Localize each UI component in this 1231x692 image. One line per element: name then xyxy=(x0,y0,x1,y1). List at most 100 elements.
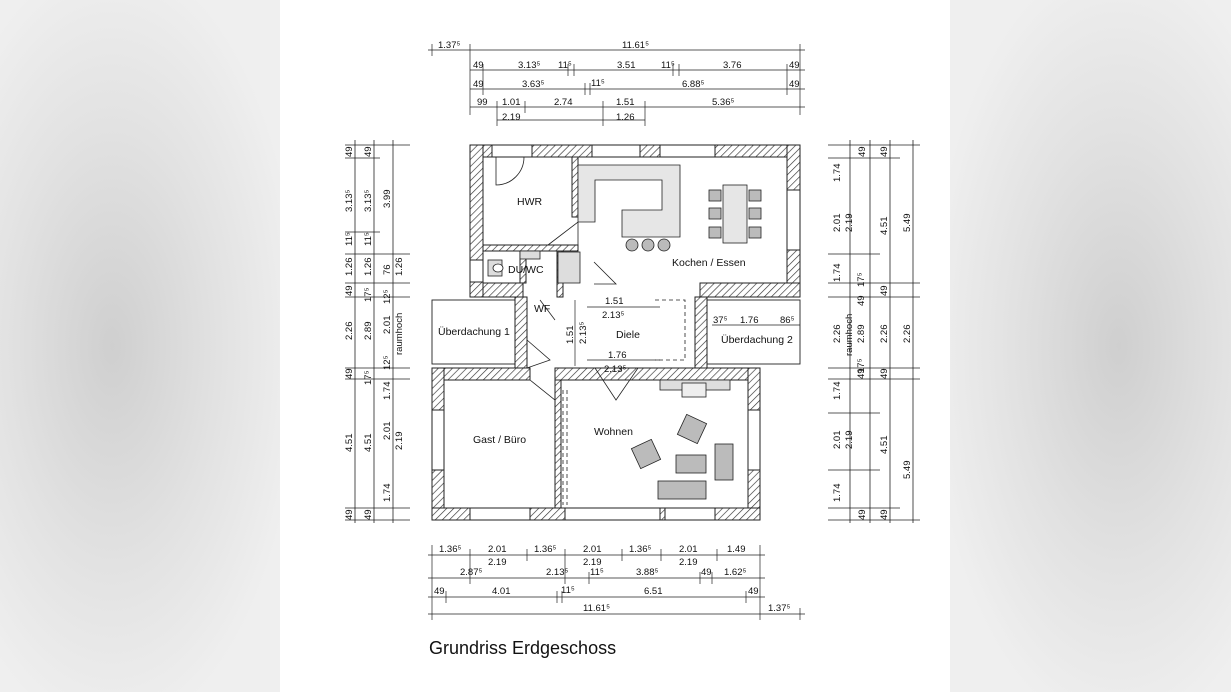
dim-label: 2.01 xyxy=(832,214,843,233)
dim-label: 49 xyxy=(363,146,374,157)
dim-label: 1.36⁵ xyxy=(534,544,556,555)
dim-label: 2.01 xyxy=(679,544,698,555)
dim-label: 2.26 xyxy=(879,325,890,344)
inner-dimensions xyxy=(574,300,800,366)
dim-label: 12⁵ xyxy=(382,289,393,304)
ueberdachung xyxy=(431,299,801,365)
dim-label: 5.49 xyxy=(902,214,913,233)
dim-label: 49 xyxy=(434,586,445,597)
background-blur-right xyxy=(950,0,1231,692)
dim-label: 49 xyxy=(857,146,868,157)
walls xyxy=(431,144,801,521)
dim-label: 2.19 xyxy=(844,214,855,233)
dim-label: 3.88⁵ xyxy=(636,567,658,578)
dim-label: 2.26 xyxy=(344,322,355,341)
dim-label: 1.26 xyxy=(363,258,374,277)
dimension-bottom xyxy=(428,545,805,620)
dim-label: 1.26 xyxy=(616,112,635,123)
dim-label: 49 xyxy=(879,146,890,157)
dim-label: 4.51 xyxy=(363,434,374,453)
dim-label: 1.01 xyxy=(502,97,521,108)
dim-label: 17⁵ xyxy=(363,287,374,302)
room-wf: WF xyxy=(534,303,550,315)
dim-label: 17⁵ xyxy=(363,370,374,385)
dim-label: 6.51 xyxy=(644,586,663,597)
dim-label: 37⁵ xyxy=(713,315,728,326)
dimension-left xyxy=(345,140,410,523)
dim-label: 11.61⁵ xyxy=(622,40,649,51)
dim-label: 49 xyxy=(789,79,800,90)
dimension-top xyxy=(428,44,805,126)
dimension-top-labels: 1.37⁵ 11.61⁵ 49 3.13⁵ 11⁵ 3.51 11⁵ 3.76 … xyxy=(438,40,800,123)
dim-label: 1.37⁵ xyxy=(438,40,460,51)
dim-label: 5.49 xyxy=(902,461,913,480)
dim-label: 1.62⁵ xyxy=(724,567,746,578)
dim-label: 49 xyxy=(344,285,355,296)
dimension-right-labels: 49 1.74 2.01 1.74 49 2.26 49 1.74 2.01 1… xyxy=(832,146,913,520)
dim-label: 4.01 xyxy=(492,586,511,597)
dim-label: 6.88⁵ xyxy=(682,79,704,90)
dim-label: 4.51 xyxy=(879,436,890,455)
dim-label: 2.01 xyxy=(382,422,393,441)
dim-label: 49 xyxy=(857,509,868,520)
dim-label: 49 xyxy=(879,368,890,379)
dim-label: 2.26 xyxy=(832,325,843,344)
dim-label: 49 xyxy=(879,509,890,520)
dim-label: 76 xyxy=(382,264,393,275)
doors xyxy=(495,156,639,401)
room-labels: HWR DU/WC Kochen / Essen WF Diele Überda… xyxy=(438,196,793,446)
dim-label: 2.89 xyxy=(363,322,374,341)
room-ueberdachung-1: Überdachung 1 xyxy=(438,326,510,338)
dim-label: 49 xyxy=(856,295,867,306)
bar-stools xyxy=(625,238,671,252)
dim-label: 2.13⁵ xyxy=(602,310,624,321)
dim-label: raumhoch xyxy=(394,313,405,355)
dim-label: 17⁵ xyxy=(856,358,867,373)
dim-label: 2.01 xyxy=(832,431,843,450)
dim-label: 12⁵ xyxy=(382,355,393,370)
dim-label: 3.63⁵ xyxy=(522,79,544,90)
room-kochen-essen: Kochen / Essen xyxy=(672,257,746,269)
dim-label: 3.13⁵ xyxy=(518,60,540,71)
inner-dimension-labels: 1.51 2.13⁵ 1.51 2.13⁵ 1.76 2.13⁵ 37⁵ 1.7… xyxy=(565,296,795,375)
dim-label: 49 xyxy=(748,586,759,597)
dim-label: 2.89 xyxy=(856,325,867,344)
dim-label: 2.19 xyxy=(583,557,602,568)
dim-label: 4.51 xyxy=(879,217,890,236)
dim-label: 3.99 xyxy=(382,190,393,209)
dim-label: 99 xyxy=(477,97,488,108)
dim-label: 49 xyxy=(789,60,800,71)
dim-label: 49 xyxy=(701,567,712,578)
dim-label: 1.76 xyxy=(608,350,627,361)
dim-label: 1.74 xyxy=(382,484,393,503)
dim-label: 3.51 xyxy=(617,60,636,71)
dim-label: 2.01 xyxy=(488,544,507,555)
dim-label: 49 xyxy=(344,509,355,520)
dim-label: 2.13⁵ xyxy=(578,322,589,344)
dim-label: 11⁵ xyxy=(591,78,605,89)
dim-label: 1.74 xyxy=(832,484,843,503)
dim-label: 3.76 xyxy=(723,60,742,71)
dim-label: 2.19 xyxy=(502,112,521,123)
room-du-wc: DU/WC xyxy=(508,264,544,276)
dim-label: 2.13⁵ xyxy=(604,364,626,375)
dim-label: 3.13⁵ xyxy=(344,190,355,212)
background-blur-left xyxy=(0,0,280,692)
dim-label: 11⁵ xyxy=(561,585,575,596)
dim-label: 1.74 xyxy=(382,382,393,401)
dim-label: 1.51 xyxy=(565,326,576,345)
stairs xyxy=(562,299,686,505)
dim-label: 1.36⁵ xyxy=(629,544,651,555)
drawing-title: Grundriss Erdgeschoss xyxy=(429,638,617,658)
dim-label: 1.51 xyxy=(616,97,635,108)
dim-label: 2.74 xyxy=(554,97,573,108)
dim-label: 1.36⁵ xyxy=(439,544,461,555)
dim-label: 11⁵ xyxy=(590,567,604,578)
dim-label: 1.76 xyxy=(740,315,759,326)
dim-label: 2.01 xyxy=(583,544,602,555)
dim-label: raumhoch xyxy=(844,314,855,356)
room-wohnen: Wohnen xyxy=(594,426,633,438)
dining-table xyxy=(708,184,762,244)
dim-label: 2.19 xyxy=(844,431,855,450)
